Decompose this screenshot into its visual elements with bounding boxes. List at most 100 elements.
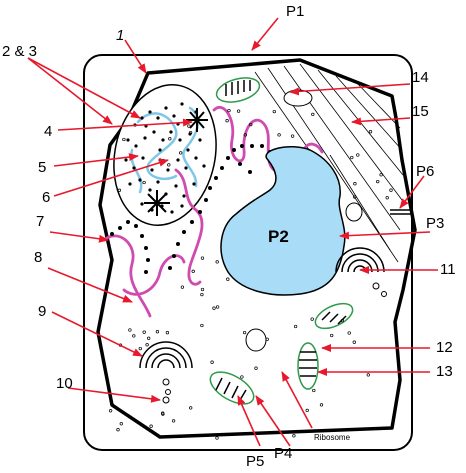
ribosome-speck	[225, 119, 229, 123]
ribosome-speck	[142, 180, 146, 185]
label-9: 9	[38, 303, 46, 320]
golgi-apparatus	[139, 341, 193, 369]
ribosome-speck	[108, 409, 113, 413]
ribosome-speck	[215, 436, 219, 440]
ribosome-speck	[290, 134, 295, 138]
vesicle	[283, 89, 313, 107]
ribosome-speck	[155, 330, 160, 334]
cell-membrane	[96, 58, 417, 439]
ribosome-speck	[200, 287, 205, 292]
ribosome-speck	[200, 323, 204, 328]
ribosome-speck	[122, 137, 126, 142]
chloroplast-top	[215, 77, 261, 103]
ribosome-speck	[293, 324, 298, 329]
ribosome-speck	[319, 403, 324, 407]
label-15: 15	[412, 103, 429, 120]
ribosome-speck	[265, 337, 269, 341]
ribosome-speck	[142, 330, 146, 334]
ribosome-speck	[347, 331, 351, 335]
ribosome-speck	[161, 412, 165, 416]
label-p6: P6	[416, 163, 434, 180]
ribosome-speck	[180, 285, 185, 289]
mitochondrion-bottom	[209, 371, 255, 405]
label-6: 6	[42, 189, 50, 206]
ribosome-speck	[147, 336, 151, 340]
ribosome-speck	[312, 388, 316, 393]
ribosome-speck	[340, 319, 345, 323]
label-p2: P2	[268, 227, 289, 246]
ribosome-speck	[352, 340, 356, 344]
ribosome-speck	[227, 108, 231, 113]
ribosome-speck	[189, 406, 193, 410]
vesicles-right	[372, 282, 387, 297]
label-7: 7	[36, 213, 44, 230]
ribosome-speck	[243, 133, 247, 137]
ribosome-speck	[249, 122, 253, 127]
ribosome-speck	[210, 360, 214, 364]
label-ribosome: Ribosome	[314, 433, 351, 442]
ribosome-speck	[385, 196, 389, 200]
ribosome-speck	[254, 366, 258, 370]
mitochondrion-right	[314, 302, 354, 330]
ribosome-speck	[305, 408, 309, 413]
ribosome-speck	[165, 331, 170, 335]
ribosome-speck	[117, 188, 122, 192]
ribosome-speck	[353, 182, 357, 186]
label-14: 14	[412, 69, 429, 86]
ribosome-speck	[242, 330, 247, 335]
ribosome-speck	[368, 130, 373, 134]
vesicle	[345, 202, 363, 222]
central-vacuole	[220, 146, 346, 296]
label-arrows	[27, 17, 438, 447]
ribosome-speck	[379, 173, 383, 177]
ribosome-speck	[272, 109, 276, 114]
ribosome-speck	[138, 346, 142, 351]
ribosome-speck	[366, 373, 370, 377]
ribosome-speck	[356, 153, 360, 157]
ribosome-speck	[277, 133, 281, 137]
label-13: 13	[436, 363, 453, 380]
ribosome-speck	[353, 195, 357, 199]
label-p3: P3	[426, 215, 444, 232]
ribosome-speck	[132, 334, 136, 338]
ribosome-speck	[200, 292, 204, 297]
ribosome-speck	[376, 179, 380, 184]
label-p1: P1	[286, 3, 304, 20]
label-10: 10	[56, 375, 73, 392]
ribosome-speck	[330, 333, 334, 338]
label-1: 1	[116, 27, 124, 44]
rough-er-ribosomes	[110, 144, 272, 274]
ribosome-speck	[389, 188, 393, 192]
ribosome-speck	[215, 260, 219, 264]
chromatin-granules	[124, 102, 206, 214]
ribosome-speck	[171, 419, 176, 423]
ribosome-speck	[128, 328, 132, 332]
label-5: 5	[38, 159, 46, 176]
ribosome-speck	[310, 317, 314, 321]
ribosome-speck	[200, 256, 205, 260]
ribosome-speck	[149, 424, 153, 428]
ribosome-speck	[191, 269, 195, 273]
label-8: 8	[34, 249, 42, 266]
ribosome-speck	[215, 305, 220, 309]
ribosome-speck	[212, 306, 216, 310]
vesicle	[245, 328, 267, 352]
ribosome-speck	[292, 434, 296, 438]
ribosome-speck	[168, 137, 172, 141]
ribosome-speck	[110, 402, 114, 407]
ribosome-speck	[240, 375, 244, 379]
ribosome-speck	[350, 155, 354, 160]
ribosome-speck	[179, 151, 183, 155]
label-p5: P5	[246, 453, 264, 470]
label-12: 12	[436, 339, 453, 356]
chloroplast-right	[297, 342, 319, 390]
golgi-vesicles	[162, 378, 171, 404]
ribosome-speck	[188, 130, 193, 135]
ribosome-speck	[311, 112, 315, 117]
ribosome-speck	[145, 343, 149, 347]
free-ribosomes	[108, 108, 393, 440]
label-4: 4	[44, 123, 52, 140]
ribosome-speck	[119, 422, 123, 426]
